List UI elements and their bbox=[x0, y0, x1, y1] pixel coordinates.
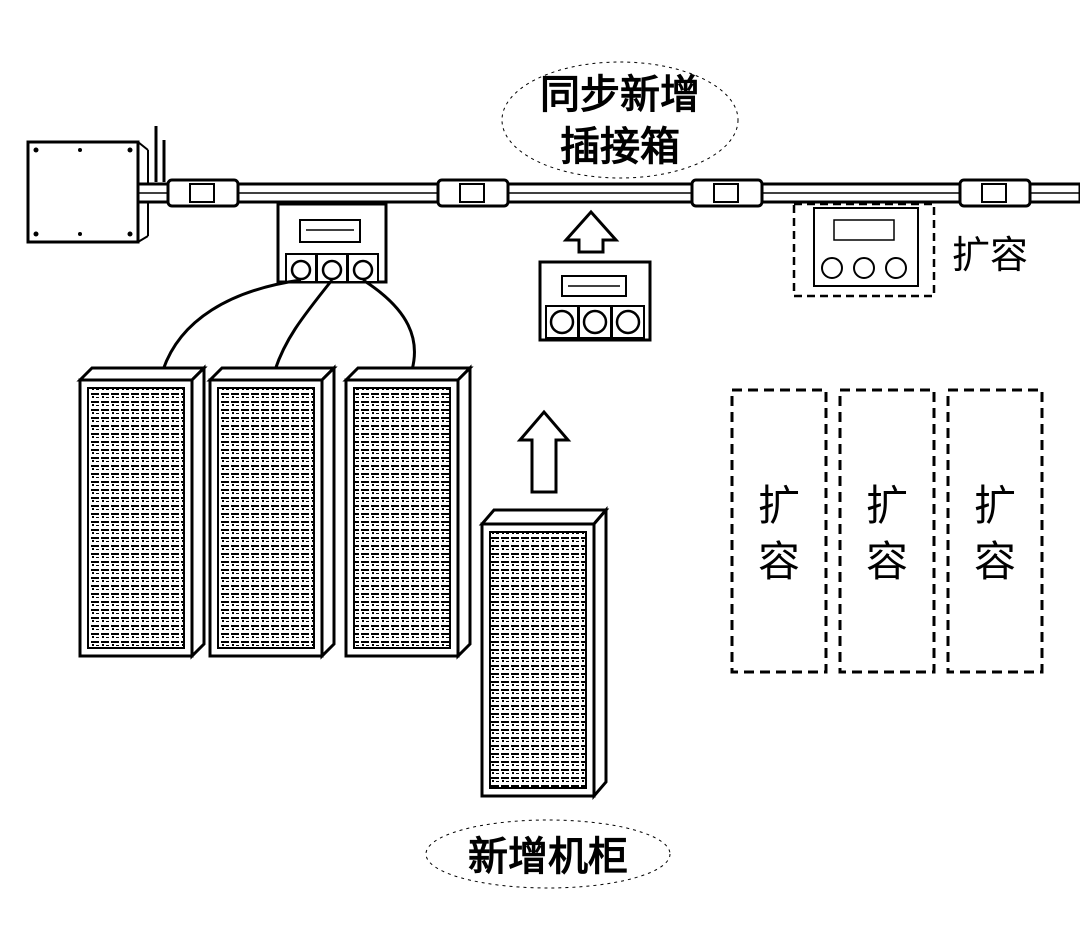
server-rack-icon bbox=[342, 364, 474, 660]
expansion-label-top: 扩 bbox=[758, 481, 800, 530]
busway-joint bbox=[436, 178, 510, 208]
expansion-rack-placeholder bbox=[838, 388, 936, 674]
label-bubble bbox=[501, 61, 739, 179]
power-cables bbox=[161, 278, 416, 371]
expansion-label: 扩容 bbox=[952, 233, 1028, 277]
plug-in-box-installed bbox=[276, 202, 388, 284]
expansion-rack-placeholder bbox=[946, 388, 1044, 674]
expansion-rack-placeholder bbox=[730, 388, 828, 674]
up-arrow-icon bbox=[516, 409, 572, 494]
expansion-label-top: 扩 bbox=[866, 481, 908, 530]
expansion-label-top: 扩 bbox=[974, 481, 1016, 530]
busway-joint bbox=[958, 178, 1032, 208]
up-arrow-icon bbox=[562, 209, 620, 254]
expansion-label-bottom: 容 bbox=[866, 537, 908, 586]
server-rack-new bbox=[478, 505, 610, 801]
sync-new-label-line1: 同步新增 bbox=[540, 72, 700, 118]
plug-in-box-expansion bbox=[792, 202, 936, 298]
new-cabinet-label: 新增机柜 bbox=[468, 834, 628, 880]
busway-joint bbox=[690, 178, 764, 208]
server-rack-icon bbox=[206, 364, 338, 660]
busway-joint bbox=[166, 178, 240, 208]
expansion-label-bottom: 容 bbox=[974, 537, 1016, 586]
plug-in-box-new bbox=[538, 260, 652, 342]
sync-new-label-line2: 插接箱 bbox=[560, 124, 680, 170]
server-rack-icon bbox=[76, 364, 208, 660]
expansion-label-bottom: 容 bbox=[758, 537, 800, 586]
label-bubble bbox=[425, 819, 671, 889]
busway-icon bbox=[136, 178, 1080, 208]
junction-box-icon bbox=[26, 126, 166, 244]
